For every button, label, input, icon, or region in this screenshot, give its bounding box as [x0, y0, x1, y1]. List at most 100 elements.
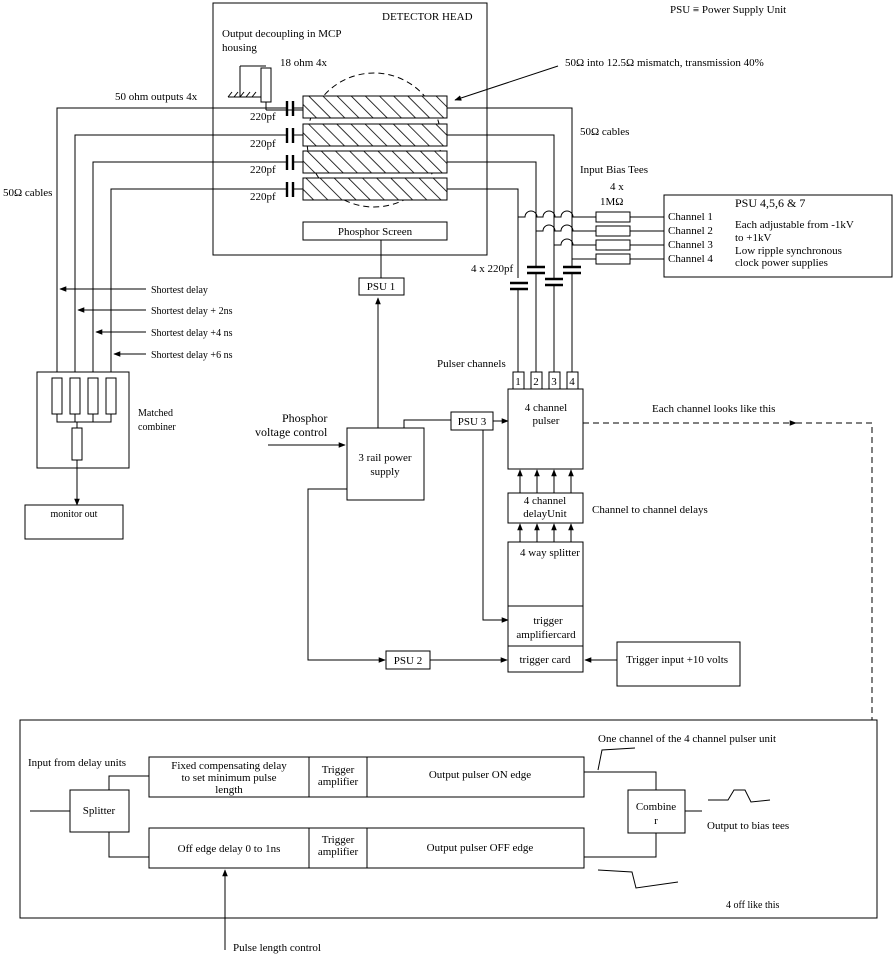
detail-combiner-label-1: Combine — [636, 801, 676, 813]
mismatch-arrow — [454, 65, 559, 101]
cables-left-label: 50Ω cables — [3, 187, 52, 199]
detail-combiner-label-2: r — [654, 815, 658, 827]
power-supply-label-2: supply — [370, 466, 400, 478]
detail-splitter-label: Splitter — [83, 805, 116, 817]
detail-count-label: 4 off like this — [726, 900, 780, 911]
psu3-label: PSU 3 — [458, 416, 487, 428]
psu3-to-trigger-amp — [482, 430, 509, 623]
monitor-out-box — [24, 504, 124, 540]
psu-desc-2: to +1kV — [735, 232, 772, 244]
phosphor-control-1: Phosphor — [282, 411, 327, 425]
off-edge-label: Output pulser OFF edge — [427, 842, 534, 854]
psu-desc-1: Each adjustable from -1kV — [735, 219, 854, 231]
psu1-label: PSU 1 — [367, 281, 395, 293]
delay-to-pulser-arrows — [517, 469, 574, 493]
detector-head-title: DETECTOR HEAD — [382, 11, 473, 23]
off-to-combiner — [584, 833, 657, 858]
phosphor-control-2: voltage control — [255, 425, 328, 439]
anode-strip-1 — [302, 95, 448, 119]
detail-combiner-box — [627, 789, 686, 834]
bias-cap-label: 4 x 220pf — [471, 263, 514, 275]
pulse-control-label: Pulse length control — [233, 942, 321, 954]
monitor-out-label: monitor out — [51, 509, 98, 520]
splitter-to-delay-arrows — [517, 523, 574, 542]
delay-label-2: Shortest delay + 2ns — [151, 306, 233, 317]
delay-label-4: Shortest delay +6 ns — [151, 350, 233, 361]
fixed-delay-label-1: Fixed compensating delay — [171, 760, 287, 772]
psu-channel-3: Channel 3 — [668, 239, 713, 251]
trigger-amp-on-1: Trigger — [322, 764, 355, 776]
on-edge-label: Output pulser ON edge — [429, 769, 531, 781]
power-supply-label-1: 3 rail power — [358, 452, 411, 464]
looks-like-dash-return — [796, 422, 873, 743]
pulser-channel-num-2: 2 — [533, 376, 539, 388]
combiner-resistors — [51, 377, 117, 506]
output-waveform — [708, 789, 771, 803]
splitter-to-on — [108, 775, 149, 790]
anode-strip-3 — [302, 150, 448, 174]
trigger-amp-off-1: Trigger — [322, 834, 355, 846]
bias-tees-title: Input Bias Tees — [580, 164, 648, 176]
detail-input-label: Input from delay units — [28, 757, 126, 769]
on-edge-waveform — [597, 747, 636, 771]
trigger-amp-label-2: amplifiercard — [516, 629, 576, 641]
decoupling-label-2: housing — [222, 42, 257, 54]
delay-label-1: Shortest delay — [151, 285, 208, 296]
anode-strip-2 — [302, 123, 448, 147]
ground-resistor — [227, 65, 304, 111]
looks-like-label: Each channel looks like this — [652, 403, 775, 415]
pulser-box — [507, 388, 584, 470]
legend-psu: PSU ≡ Power Supply Unit — [670, 4, 786, 16]
mismatch-note: 50Ω into 12.5Ω mismatch, transmission 40… — [565, 57, 764, 69]
trigger-amp-label-1: trigger — [533, 615, 563, 627]
splitter4-label: 4 way splitter — [520, 547, 580, 559]
psu-4567-title: PSU 4,5,6 & 7 — [735, 196, 805, 210]
trigger-card-box — [507, 645, 584, 673]
fixed-delay-label-2: to set minimum pulse — [181, 772, 276, 784]
outputs-label: 50 ohm outputs 4x — [115, 91, 198, 103]
combiner-label-1: Matched — [138, 408, 173, 419]
splitter-to-off — [108, 832, 149, 858]
delay-label-3: Shortest delay +4 ns — [151, 328, 233, 339]
phosphor-screen-label: Phosphor Screen — [338, 226, 413, 238]
pulser-detail-box — [19, 719, 878, 919]
psu-desc-4: clock power supplies — [735, 257, 828, 269]
delay-unit-label-1: 4 channel — [524, 495, 566, 507]
bias-res-count: 4 x — [610, 181, 624, 193]
bias-tee-network — [510, 210, 664, 372]
off-delay-label: Off edge delay 0 to 1ns — [178, 843, 281, 855]
supply-to-psu2 — [307, 488, 386, 663]
psu-channel-1: Channel 1 — [668, 211, 713, 223]
trigger-amp-on-2: amplifier — [318, 776, 359, 788]
resistor-18ohm-label: 18 ohm 4x — [280, 57, 328, 69]
detail-splitter-box — [69, 789, 130, 833]
phosphor-screen-box — [302, 221, 448, 241]
pulser-channel-num-1: 1 — [515, 376, 521, 388]
off-edge-waveform — [597, 869, 679, 889]
splitter4-box — [507, 541, 584, 607]
trigger-input-label: Trigger input +10 volts — [626, 654, 728, 666]
delay-unit-label-2: delayUnit — [523, 508, 566, 520]
left-output-cables — [56, 107, 287, 378]
pulser-channel-num-4: 4 — [569, 376, 575, 388]
pulser-label-2: pulser — [533, 415, 560, 427]
psu2-label: PSU 2 — [394, 655, 422, 667]
on-to-combiner — [584, 771, 657, 790]
cap-label-4: 220pf — [250, 191, 276, 203]
bias-res-value: 1MΩ — [600, 196, 623, 208]
fixed-delay-label-3: length — [215, 784, 243, 796]
delay-unit-box — [507, 492, 584, 524]
psu-channel-4: Channel 4 — [668, 253, 713, 265]
psu-channel-2: Channel 2 — [668, 225, 713, 237]
detail-title: One channel of the 4 channel pulser unit — [598, 733, 776, 745]
anode-strip-4 — [302, 177, 448, 201]
psu-desc-3: Low ripple synchronous — [735, 245, 842, 257]
power-supply-box — [346, 427, 425, 501]
supply-to-psu3 — [403, 419, 451, 428]
pulser-label-1: 4 channel — [525, 402, 567, 414]
psu-4567-box — [663, 194, 893, 278]
cap-label-3: 220pf — [250, 164, 276, 176]
pulser-channels-label: Pulser channels — [437, 358, 506, 370]
cap-label-2: 220pf — [250, 138, 276, 150]
